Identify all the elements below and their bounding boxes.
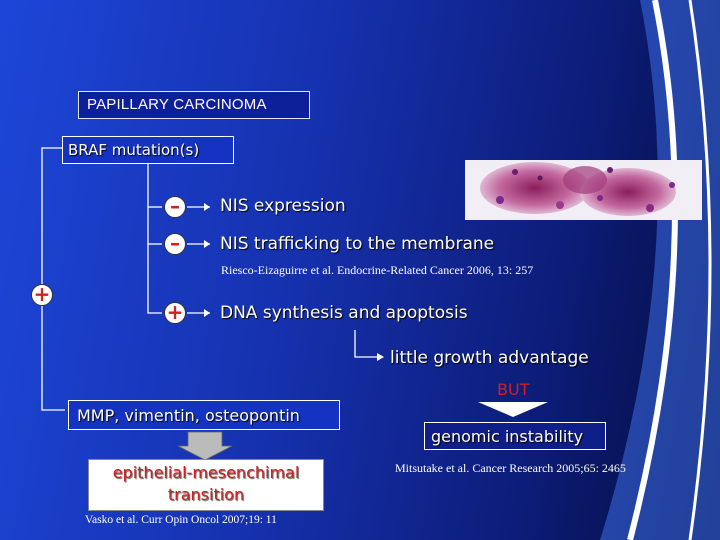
minus-icon: –	[164, 233, 186, 255]
reference-riesco: Riesco-Eizaguirre et al. Endocrine-Relat…	[221, 263, 534, 277]
reference-mitsutake: Mitsutake et al. Cancer Research 2005;65…	[395, 461, 626, 475]
but-label: BUT	[497, 380, 530, 399]
emt-box: epithelial-mesenchimal transition	[88, 459, 324, 511]
genomic-text: genomic instability	[431, 427, 584, 446]
title-text: PAPILLARY CARCINOMA	[87, 96, 267, 113]
emt-text: epithelial-mesenchimal transition	[112, 463, 300, 504]
braf-box: BRAF mutation(s)	[62, 136, 234, 164]
plus-icon: +	[31, 284, 53, 306]
reference-vasko: Vasko et al. Curr Opin Oncol 2007;19: 11	[85, 514, 277, 526]
effect-dna-synthesis: DNA synthesis and apoptosis	[220, 303, 468, 323]
braf-text: BRAF mutation(s)	[68, 141, 200, 159]
title-box: PAPILLARY CARCINOMA	[78, 91, 310, 119]
effect-nis-trafficking: NIS trafficking to the membrane	[220, 234, 495, 254]
little-growth-text: little growth advantage	[390, 348, 589, 368]
effect-nis-expression: NIS expression	[220, 196, 346, 216]
genomic-box: genomic instability	[424, 422, 606, 450]
plus-icon: +	[164, 302, 186, 324]
minus-icon: –	[164, 196, 186, 218]
mmp-box: MMP, vimentin, osteopontin	[68, 400, 340, 430]
mmp-text: MMP, vimentin, osteopontin	[77, 406, 300, 425]
